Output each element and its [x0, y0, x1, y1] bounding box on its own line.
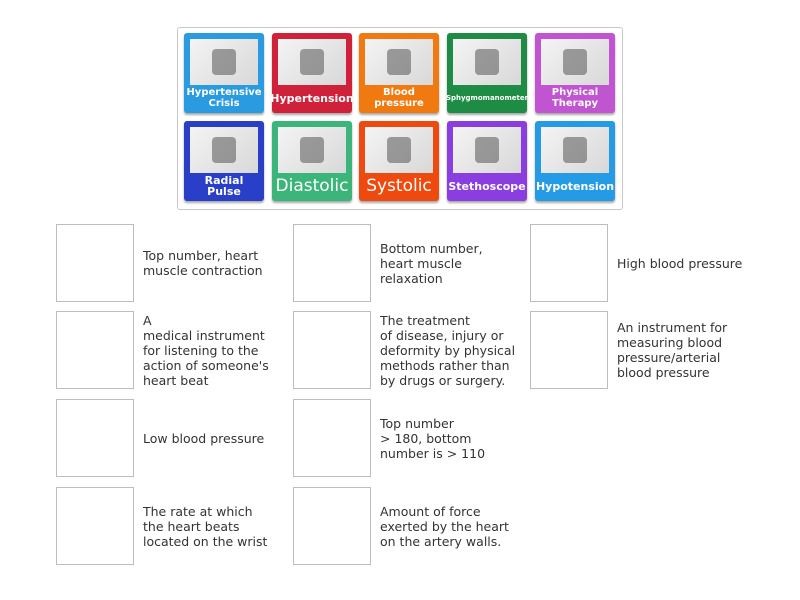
- drop-slot[interactable]: [56, 487, 134, 565]
- tile-blood-pressure[interactable]: Blood pressure: [359, 33, 439, 113]
- drop-slot[interactable]: [293, 487, 371, 565]
- tile-stethoscope[interactable]: Stethoscope: [447, 121, 527, 201]
- image-shape: [387, 137, 411, 163]
- tile-label: Stethoscope: [448, 179, 526, 193]
- drop-slot[interactable]: [293, 399, 371, 477]
- tile-label: Sphygmomanometer: [445, 93, 529, 102]
- tile-image: [365, 39, 433, 85]
- image-shape: [212, 137, 236, 163]
- drop-slot[interactable]: [530, 224, 608, 302]
- tile-image: [541, 127, 609, 173]
- description-text: Low blood pressure: [143, 430, 265, 446]
- tile-diastolic[interactable]: Diastolic: [272, 121, 352, 201]
- tile-image: [453, 39, 521, 85]
- tile-label: Systolic: [366, 175, 432, 196]
- drop-slot[interactable]: [293, 224, 371, 302]
- tile-hypertensive-crisis[interactable]: Hypertensive Crisis: [184, 33, 264, 113]
- tile-label: Blood pressure: [374, 87, 424, 109]
- tile-radial-pulse[interactable]: Radial Pulse: [184, 121, 264, 201]
- tile-hypertension[interactable]: Hypertension: [270, 33, 354, 113]
- tile-image: [190, 39, 258, 85]
- tile-label: Radial Pulse: [204, 174, 244, 198]
- tile-image: [541, 39, 609, 85]
- tile-systolic[interactable]: Systolic: [359, 121, 439, 201]
- tile-sphygmomanometer[interactable]: Sphygmomanometer: [445, 33, 529, 113]
- image-shape: [387, 49, 411, 75]
- tile-label: Diastolic: [275, 175, 349, 196]
- tile-hypotension[interactable]: Hypotension: [535, 121, 615, 201]
- answer-bank: Hypertensive Crisis Hypertension Blood pre…: [177, 27, 623, 210]
- description-text: High blood pressure: [617, 255, 743, 271]
- tile-image: [278, 127, 346, 173]
- image-shape: [212, 49, 236, 75]
- image-shape: [300, 49, 324, 75]
- tile-image: [453, 127, 521, 173]
- description-text: Amount of force exerted by the heart on …: [380, 503, 509, 549]
- tile-label: Hypotension: [535, 179, 615, 193]
- description-text: The treatment of disease, injury or defo…: [380, 312, 516, 388]
- description-text: Top number > 180, bottom number is > 110: [380, 415, 486, 461]
- image-shape: [563, 137, 587, 163]
- image-shape: [475, 137, 499, 163]
- description-text: Top number, heart muscle contraction: [143, 248, 263, 278]
- image-shape: [300, 137, 324, 163]
- drop-slot[interactable]: [56, 224, 134, 302]
- drop-slot[interactable]: [293, 311, 371, 389]
- tile-image: [278, 39, 346, 85]
- tile-physical-therapy[interactable]: Physical Therapy: [535, 33, 615, 113]
- tile-label: Hypertension: [270, 91, 354, 105]
- description-text: An instrument for measuring blood pressu…: [617, 320, 728, 380]
- tile-image: [365, 127, 433, 173]
- drop-slot[interactable]: [56, 311, 134, 389]
- description-text: Bottom number, heart muscle relaxation: [380, 240, 483, 286]
- description-text: The rate at which the heart beats locate…: [143, 503, 268, 549]
- drop-slot[interactable]: [56, 399, 134, 477]
- drop-slot[interactable]: [530, 311, 608, 389]
- image-shape: [475, 49, 499, 75]
- tile-label: Physical Therapy: [551, 87, 599, 109]
- tile-label: Hypertensive Crisis: [186, 87, 262, 109]
- tile-image: [190, 127, 258, 173]
- description-text: A medical instrument for listening to th…: [143, 312, 269, 388]
- image-shape: [563, 49, 587, 75]
